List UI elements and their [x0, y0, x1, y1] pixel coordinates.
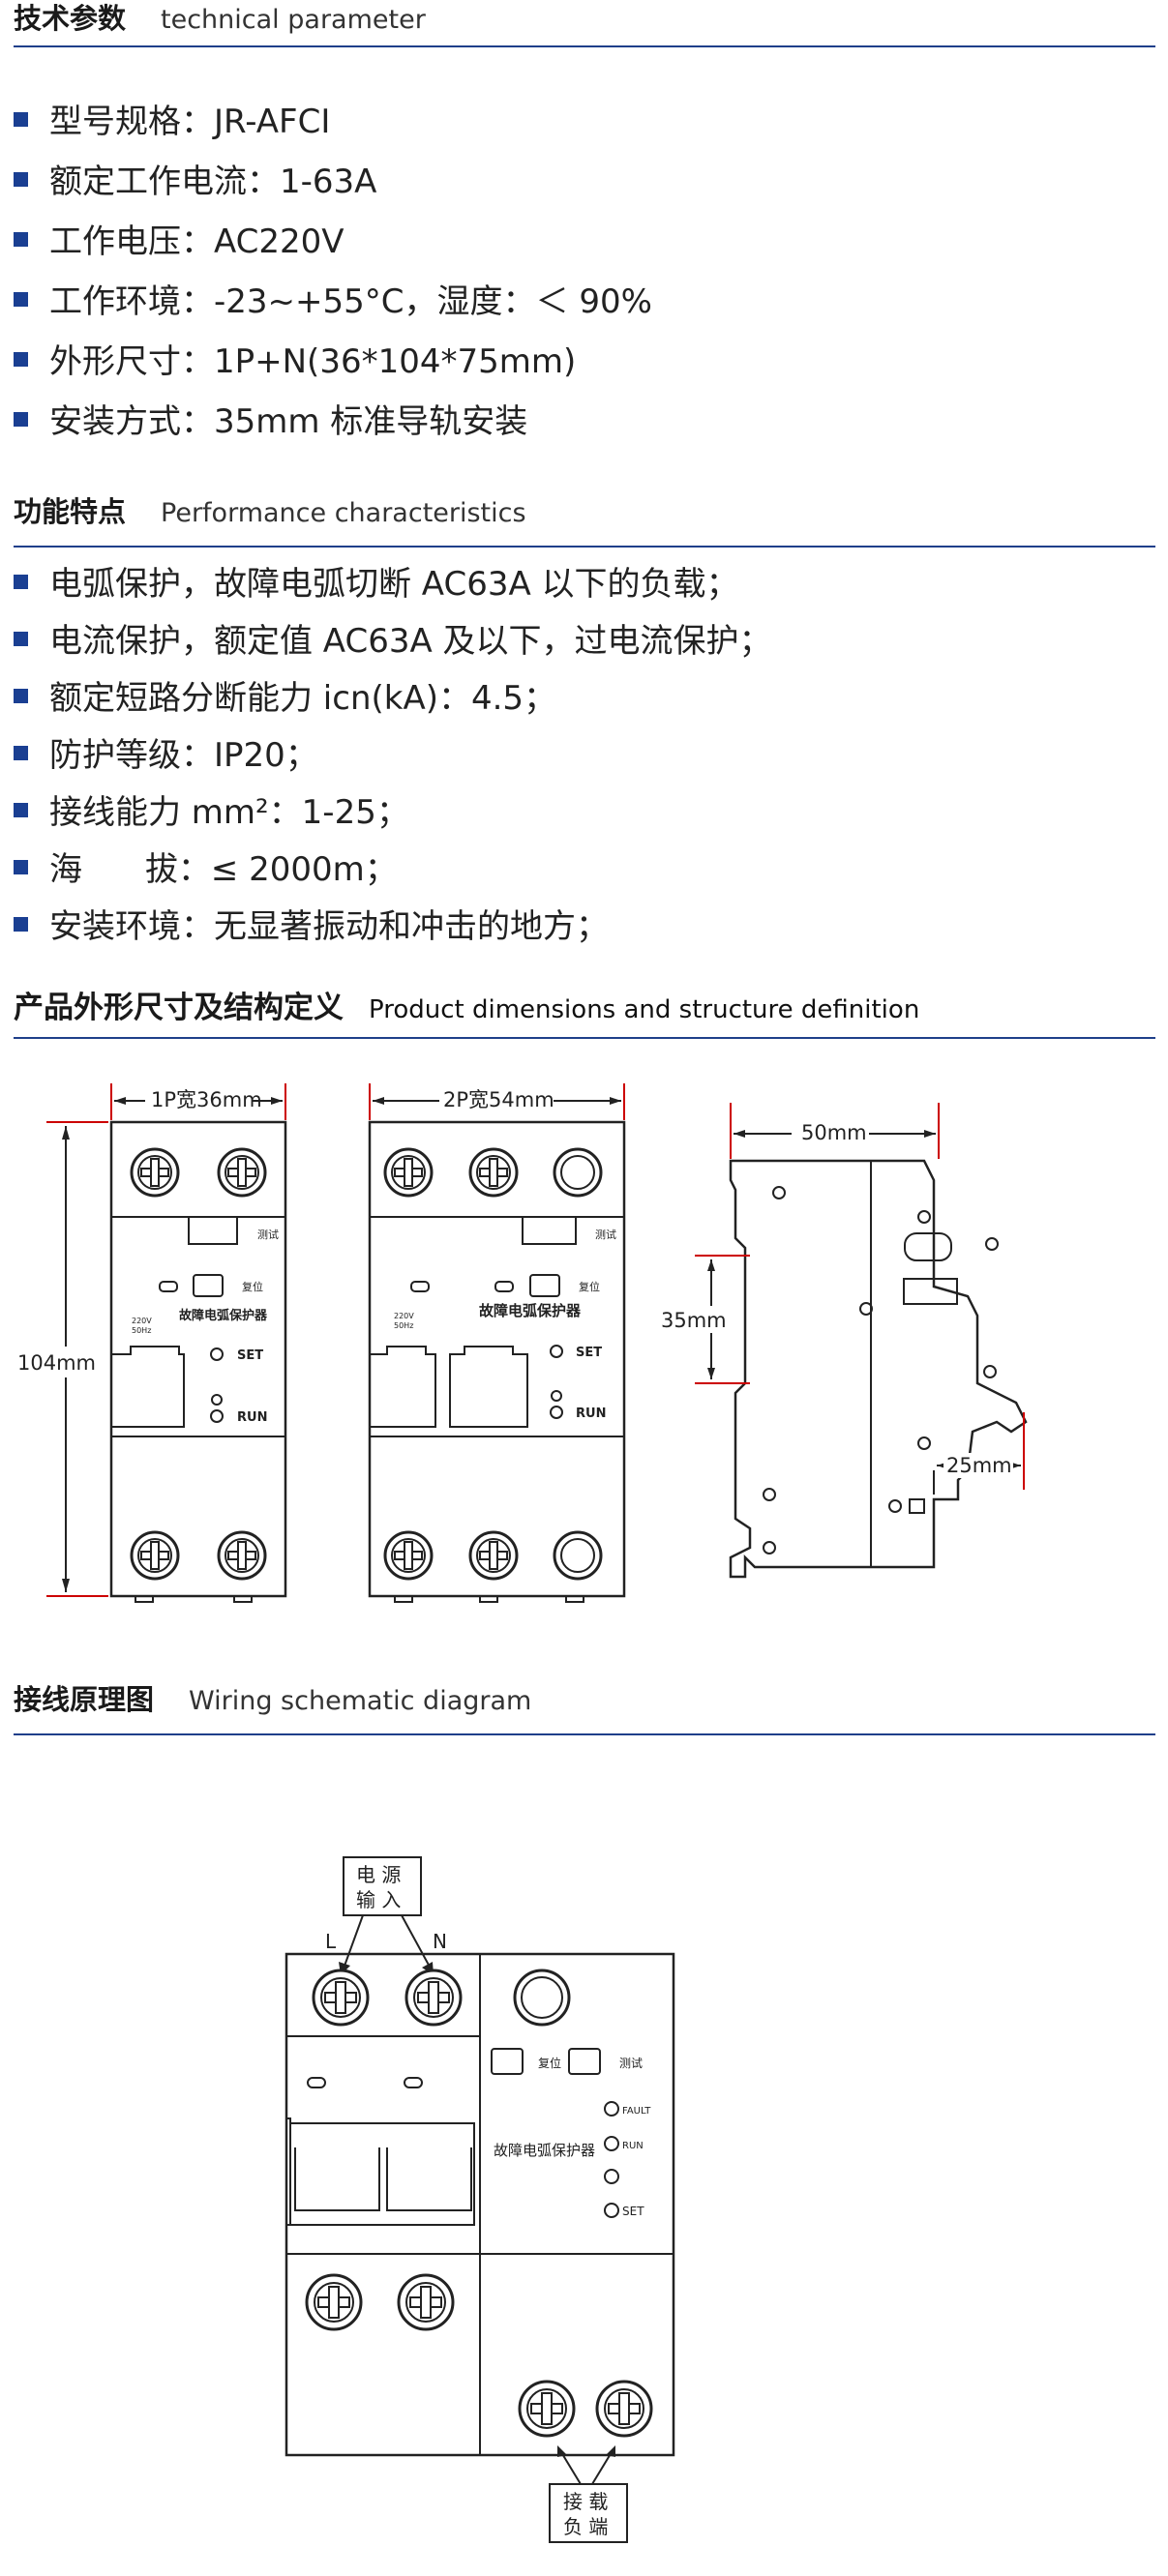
device-side-view: 50mm 35mm 25mm	[658, 1103, 1028, 1579]
width-1p-label: 1P宽36mm	[151, 1088, 262, 1111]
brand-label: 故障电弧保护器	[479, 1302, 582, 1319]
device-2p: 测试 复位 220V 50Hz 故障电弧保护器 SET RUN 2P宽54mm	[368, 1083, 626, 1603]
brand-label: 故障电弧保护器	[494, 2142, 595, 2159]
list-item: 额定工作电流：1-63A	[14, 155, 376, 202]
freq-label: 50Hz	[132, 1326, 151, 1335]
test-label: 测试	[257, 1229, 279, 1241]
bullet-icon	[14, 112, 28, 127]
tech-title-zh: 技术参数	[14, 2, 127, 35]
rail-label: 35mm	[661, 1309, 727, 1332]
bullet-icon	[14, 232, 28, 247]
source-label-line2: 输 入	[356, 1888, 401, 1911]
dims-header: 产品外形尺寸及结构定义 Product dimensions and struc…	[14, 983, 920, 1025]
bullet-icon	[14, 803, 28, 817]
bullet-icon	[14, 412, 28, 427]
freq-label: 50Hz	[394, 1321, 413, 1330]
source-label-line1: 电 源	[356, 1863, 401, 1886]
load-label-line1: 接 载	[563, 2490, 608, 2513]
list-item: 防护等级：IP20；	[14, 728, 318, 776]
bullet-icon	[14, 689, 28, 703]
dims-title-en: Product dimensions and structure definit…	[369, 995, 920, 1024]
perf-title-en: Performance characteristics	[161, 498, 526, 528]
tech-header: 技术参数 technical parameter	[14, 0, 426, 35]
list-item: 工作电压：AC220V	[14, 215, 344, 262]
dims-divider	[14, 1037, 1155, 1039]
list-item: 电弧保护，故障电弧切断 AC63A 以下的负载；	[14, 557, 739, 605]
bullet-icon	[14, 172, 28, 187]
d25-label: 25mm	[946, 1454, 1012, 1477]
run-label: RUN	[622, 2141, 644, 2151]
reset-label: 复位	[242, 1280, 263, 1293]
wiring-title-en: Wiring schematic diagram	[189, 1686, 532, 1716]
volt-label: 220V	[132, 1317, 152, 1325]
device-1p: 测试 复位 220V 50Hz 故障电弧保护器 SET RUN 1P宽36mm …	[14, 1083, 287, 1603]
perf-divider	[14, 546, 1155, 548]
dimensions-drawing: 测试 复位 220V 50Hz 故障电弧保护器 SET RUN 1P宽36mm …	[14, 1083, 1028, 1603]
bullet-icon	[14, 352, 28, 367]
list-item: 型号规格：JR-AFCI	[14, 95, 330, 142]
fault-label: FAULT	[622, 2106, 651, 2117]
tech-divider	[14, 45, 1155, 47]
list-item: 安装环境：无显著振动和冲击的地方；	[14, 900, 609, 947]
perf-title-zh: 功能特点	[14, 495, 127, 528]
dims-title-zh: 产品外形尺寸及结构定义	[14, 991, 344, 1025]
list-item: 接线能力 mm²：1-25；	[14, 785, 409, 833]
list-item: 安装方式：35mm 标准导轨安装	[14, 395, 527, 442]
run-label: RUN	[576, 1406, 606, 1421]
set-label: SET	[576, 1346, 602, 1360]
perf-header: 功能特点 Performance characteristics	[14, 489, 526, 528]
run-label: RUN	[237, 1410, 267, 1425]
bullet-icon	[14, 575, 28, 589]
L-label: L	[325, 1930, 337, 1953]
wiring-diagram: 电 源 输 入 L N 复位 测试 FAULT RUN 故障电弧保护器 SET …	[285, 1856, 675, 2543]
brand-label: 故障电弧保护器	[179, 1308, 268, 1323]
list-item: 海 拔：≤ 2000m；	[14, 843, 398, 890]
test-label: 测试	[619, 2056, 643, 2070]
reset-label: 复位	[579, 1280, 600, 1293]
tech-title-en: technical parameter	[161, 5, 426, 35]
bullet-icon	[14, 632, 28, 646]
set-label: SET	[622, 2205, 644, 2218]
bullet-icon	[14, 917, 28, 932]
volt-label: 220V	[394, 1312, 414, 1320]
height-label: 104mm	[17, 1351, 96, 1375]
list-item: 电流保护，额定值 AC63A 及以下，过电流保护；	[14, 614, 772, 662]
bullet-icon	[14, 860, 28, 874]
set-label: SET	[237, 1348, 263, 1363]
N-label: N	[433, 1930, 447, 1953]
list-item: 额定短路分断能力 icn(kA)：4.5；	[14, 671, 556, 719]
wiring-divider	[14, 1733, 1155, 1735]
wiring-header: 接线原理图 Wiring schematic diagram	[14, 1677, 531, 1716]
wiring-title-zh: 接线原理图	[14, 1683, 155, 1716]
bullet-icon	[14, 746, 28, 760]
list-item: 工作环境：-23~+55°C，湿度：＜ 90%	[14, 275, 652, 322]
depth-label: 50mm	[801, 1121, 867, 1144]
load-label-line2: 负 端	[563, 2515, 608, 2538]
list-item: 外形尺寸：1P+N(36*104*75mm)	[14, 335, 576, 382]
width-2p-label: 2P宽54mm	[443, 1088, 554, 1111]
reset-label: 复位	[538, 2056, 561, 2070]
test-label: 测试	[595, 1229, 616, 1241]
bullet-icon	[14, 292, 28, 307]
